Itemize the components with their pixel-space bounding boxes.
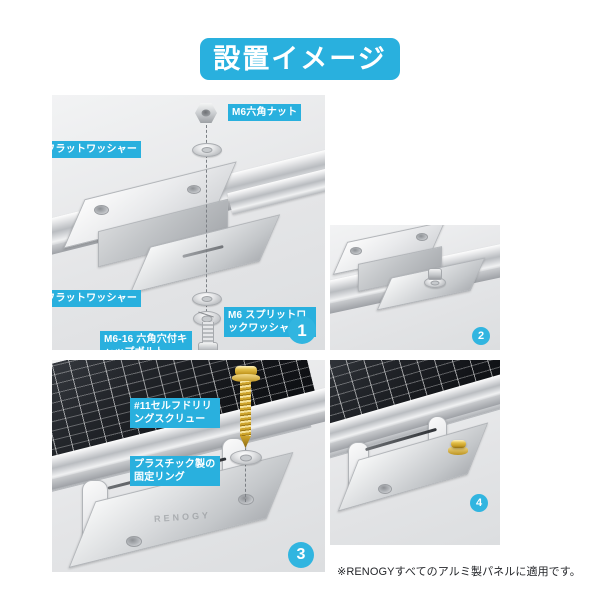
z-bracket-step2-hole-right bbox=[416, 233, 428, 241]
step-3-badge: 3 bbox=[288, 542, 314, 568]
installed-screw-head-step4 bbox=[451, 440, 466, 448]
label-plastic-fixing-ring: プラスチック製の 固定リング bbox=[130, 456, 220, 486]
step-2-illustration bbox=[330, 225, 500, 350]
page-title-banner: 設置イメージ bbox=[200, 38, 400, 80]
step-2-badge: 2 bbox=[472, 327, 490, 345]
self-drilling-screw-shaft bbox=[240, 381, 251, 437]
m6-16-bolt-head bbox=[198, 342, 218, 350]
self-drilling-screw-tip bbox=[240, 436, 251, 448]
step-1-badge: 1 bbox=[288, 316, 316, 344]
screw-washer-step3 bbox=[230, 450, 262, 465]
installed-washer-bore-step2 bbox=[430, 280, 440, 285]
label-m6-flat-washer-bottom: M6 フラットワッシャー bbox=[52, 290, 142, 307]
z-bracket-base-hole-right-step3 bbox=[238, 494, 254, 505]
hex-nut-bore bbox=[201, 109, 211, 117]
label-m6-flat-washer-top: M6 フラットワッシャー bbox=[52, 141, 142, 158]
step-3-illustration: RENOGY #11セルフドリリ ングスクリュー プラスチック製の 固定リング bbox=[52, 360, 325, 572]
page-title: 設置イメージ bbox=[213, 43, 387, 74]
installed-bolt-head-step2 bbox=[428, 268, 442, 280]
washer-bore-bottom bbox=[201, 296, 213, 302]
z-bracket-step2-hole-left bbox=[350, 247, 362, 255]
z-bracket-top-hole-right bbox=[187, 185, 201, 194]
z-bracket-base-hole-step4 bbox=[378, 484, 392, 494]
assembly-guide-line bbox=[206, 115, 207, 347]
m6-hex-nut-part bbox=[195, 103, 217, 123]
self-drilling-screw-flange bbox=[232, 374, 260, 382]
z-bracket-top-hole-left bbox=[94, 205, 109, 215]
z-bracket-base-hole-left-step3 bbox=[126, 536, 142, 547]
step-1-illustration: M6六角ナット M6 フラットワッシャー M6 フラットワッシャー M6 スプリ… bbox=[52, 95, 325, 350]
self-drilling-screw-head bbox=[235, 366, 257, 376]
screw-washer-bore-step3 bbox=[240, 454, 252, 461]
m6-16-bolt-shank bbox=[202, 322, 214, 343]
m6-flat-washer-bottom-part bbox=[192, 292, 222, 306]
label-m6-16-socket-cap-bolt: M6-16 六角穴付キ ャップボルト bbox=[100, 331, 192, 350]
washer-bore-top bbox=[201, 147, 213, 153]
m6-flat-washer-top-part bbox=[192, 143, 222, 157]
step-4-illustration bbox=[330, 360, 500, 545]
compatibility-note: ※RENOGYすべてのアルミ製パネルに適用です。 bbox=[337, 566, 581, 578]
step-4-badge: 4 bbox=[470, 494, 488, 512]
label-self-drilling-screw: #11セルフドリリ ングスクリュー bbox=[130, 398, 220, 428]
label-m6-hex-nut: M6六角ナット bbox=[228, 104, 302, 121]
installed-screw-flange-step4 bbox=[448, 446, 468, 455]
